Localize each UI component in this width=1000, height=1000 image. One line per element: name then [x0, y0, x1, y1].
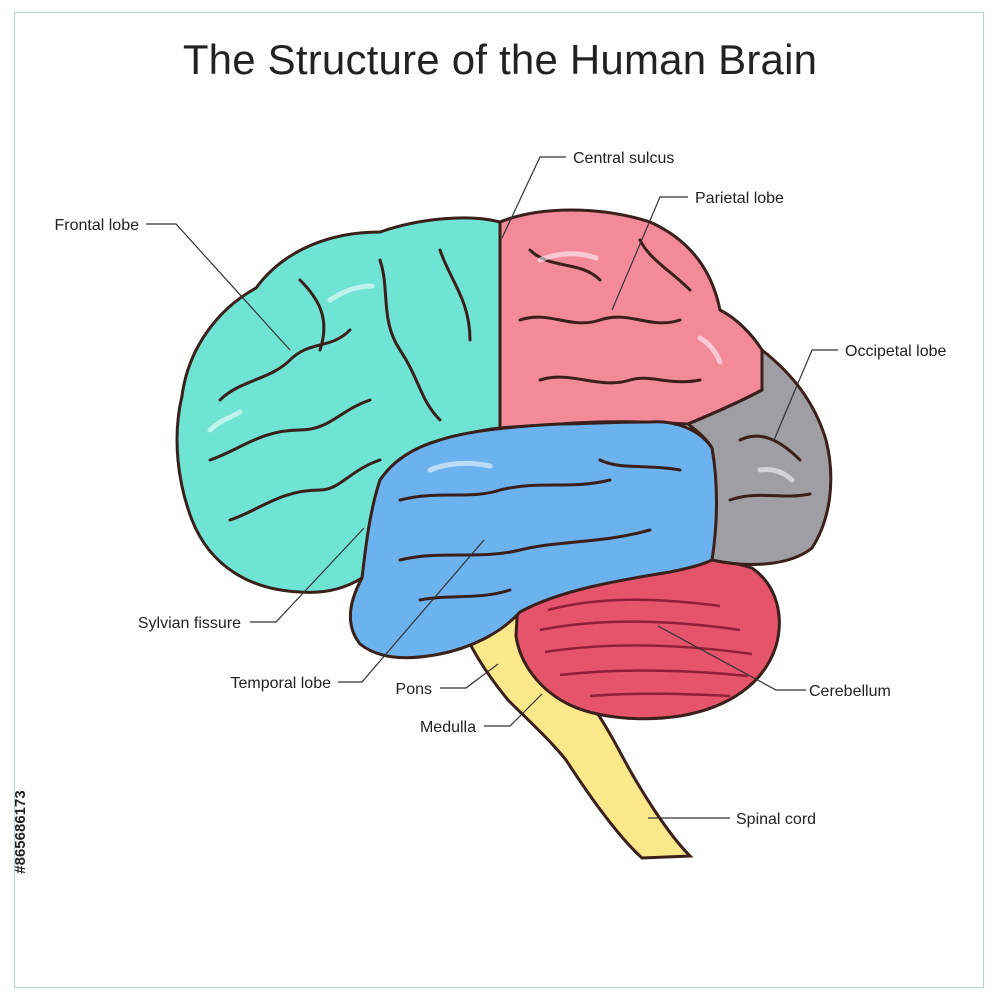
leader-central-sulcus	[501, 156, 566, 239]
label-pons: Pons	[396, 681, 432, 698]
leader-pons	[440, 663, 499, 689]
label-central-sulcus: Central sulcus	[573, 150, 674, 167]
label-medulla: Medulla	[420, 719, 476, 736]
picture-frame	[14, 12, 984, 988]
brain-gyri	[208, 238, 812, 602]
label-cerebellum: Cerebellum	[809, 683, 891, 700]
leader-cerebellum	[657, 625, 806, 691]
label-parietal-lobe: Parietal lobe	[695, 190, 784, 207]
label-occipetal-lobe: Occipetal lobe	[845, 343, 946, 360]
label-frontal-lobe: Frontal lobe	[55, 217, 140, 234]
leader-occipetal-lobe	[773, 349, 838, 441]
cerebellum-folds	[539, 598, 753, 698]
label-temporal-lobe: Temporal lobe	[231, 675, 332, 692]
label-sylvian-fissure: Sylvian fissure	[138, 615, 241, 632]
leader-lines	[146, 156, 838, 819]
label-spinal-cord: Spinal cord	[736, 811, 816, 828]
page-title: The Structure of the Human Brain	[182, 36, 818, 83]
leader-temporal-lobe	[338, 539, 485, 683]
leader-medulla	[484, 693, 543, 727]
leader-parietal-lobe	[611, 196, 688, 311]
leader-frontal-lobe	[146, 223, 291, 351]
occipital-lobe-shape	[685, 346, 833, 566]
brain-highlights	[207, 251, 795, 483]
leader-sylvian-fissure	[250, 527, 365, 623]
